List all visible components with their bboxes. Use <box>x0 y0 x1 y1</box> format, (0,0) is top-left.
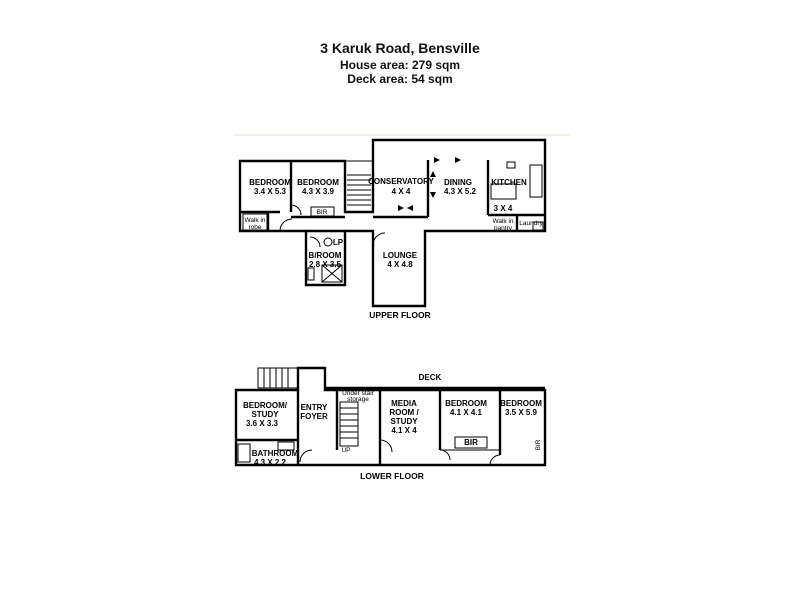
door-swing <box>439 449 451 461</box>
kitchen-bench <box>529 164 543 198</box>
shower <box>321 264 343 283</box>
door-swing <box>279 218 293 232</box>
bathtub <box>237 443 251 463</box>
conservatory-name: CONSERVATORY <box>368 177 434 186</box>
lp-label: LP <box>333 238 344 247</box>
vanity <box>307 267 315 281</box>
bathroom-upper-size: 2.8 X 3.5 <box>309 260 342 269</box>
upper-floor-plan <box>238 138 547 308</box>
bir-label-upper: BIR <box>317 209 328 216</box>
lower-floor-label: LOWER FLOOR <box>360 471 424 481</box>
lounge-name: LOUNGE <box>383 251 418 260</box>
lower-stairs <box>339 401 359 447</box>
bathroom-lower-size: 4.3 X 2.2 <box>254 458 287 467</box>
upper-stairs <box>347 174 371 206</box>
shower <box>321 264 343 283</box>
door-swing <box>299 449 313 463</box>
upper-outer-wall <box>238 138 547 308</box>
dining-name: DINING <box>444 178 472 187</box>
bedroom-a-name: BEDROOM <box>445 399 487 408</box>
walk-in-robe-label: robe <box>248 224 261 231</box>
media-room-name: STUDY <box>390 417 418 426</box>
door-swing <box>290 204 302 216</box>
deck-label: DECK <box>419 373 442 382</box>
bir-label-lower: BIR <box>464 438 478 447</box>
kitchen-size: 3 X 4 <box>494 204 513 213</box>
kitchen-island <box>490 183 517 200</box>
bedroom2-name: BEDROOM <box>297 178 339 187</box>
bedroom-b-size: 3.5 X 5.9 <box>505 408 538 417</box>
lower-floor-plan <box>234 366 547 467</box>
door-swing <box>489 454 501 466</box>
laundry-label: Laundry <box>519 220 543 227</box>
bir-box-lower <box>454 436 488 449</box>
walk-in-pantry-label: pantry <box>494 225 513 232</box>
bir-box-upper <box>310 206 335 217</box>
door-swing <box>309 236 321 248</box>
bir-label-lower-rotated: BIR <box>535 439 542 450</box>
media-room-size: 4.1 X 4 <box>391 426 417 435</box>
door-swing <box>372 232 386 246</box>
house-area-text: House area: 279 sqm <box>339 58 461 72</box>
entry-foyer-label: FOYER <box>300 412 328 421</box>
bedroom-study-name: BEDROOM/ <box>243 401 288 410</box>
entry-foyer-label: ENTRY <box>301 403 328 412</box>
sliding-door-arrows <box>398 157 461 211</box>
media-room-name: ROOM / <box>389 408 419 417</box>
plan-title: 3 Karuk Road, Bensville <box>320 40 480 56</box>
bedroom1-size: 3.4 X 5.3 <box>254 187 287 196</box>
dining-size: 4.3 X 5.2 <box>444 187 477 196</box>
bedroom-study-size: 3.6 X 3.3 <box>246 419 279 428</box>
under-stair-label: storage <box>347 396 369 403</box>
upper-floor-label: UPPER FLOOR <box>369 310 430 320</box>
walk-in-robe-label: Walk in <box>244 217 265 224</box>
bedroom-study-name: STUDY <box>251 410 279 419</box>
toilet <box>323 237 333 247</box>
bathroom-upper-name: B/ROOM <box>309 251 342 260</box>
bedroom1-name: BEDROOM <box>249 178 291 187</box>
conservatory-size: 4 X 4 <box>392 187 411 196</box>
bedroom2-size: 4.3 X 3.9 <box>302 187 335 196</box>
deck-area-text: Deck area: 54 sqm <box>347 72 453 86</box>
lounge-size: 4 X 4.8 <box>387 260 413 269</box>
bedroom-a-size: 4.1 X 4.1 <box>450 408 483 417</box>
kitchen-name: KITCHEN <box>491 178 527 187</box>
walk-in-pantry-label: Walk in <box>492 218 513 225</box>
vanity-lower <box>277 441 295 451</box>
media-room-name: MEDIA <box>391 399 417 408</box>
entry-steps <box>257 367 299 389</box>
kitchen-sink <box>506 161 516 169</box>
door-swing <box>379 439 393 453</box>
walk-in-robe-box <box>242 213 268 231</box>
bathroom-lower-name: BATHROOM <box>252 449 299 458</box>
laundry-tub <box>532 221 544 231</box>
under-stair-label: Under stair <box>342 390 375 397</box>
bedroom-b-name: BEDROOM <box>500 399 542 408</box>
stair-up-label: UP <box>341 447 350 454</box>
